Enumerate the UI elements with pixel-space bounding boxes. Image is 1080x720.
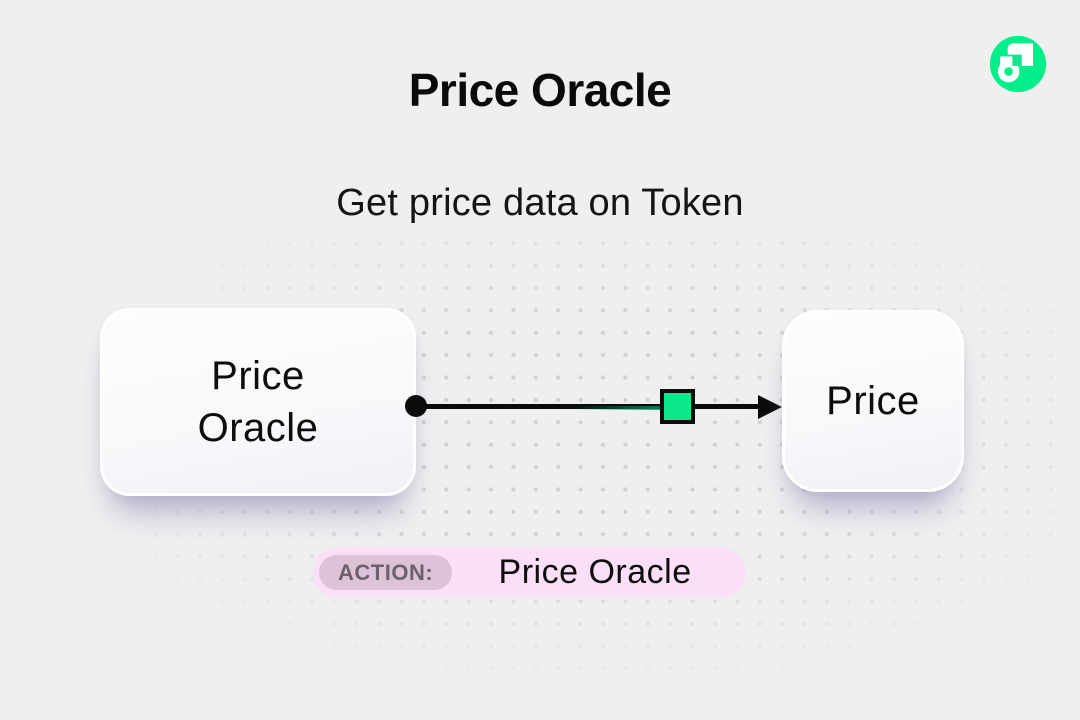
action-badge: ACTION: Price Oracle	[313, 548, 746, 597]
action-badge-value: Price Oracle	[498, 553, 692, 591]
node-price-oracle: Price Oracle	[100, 308, 416, 496]
edge-arrowhead-icon	[758, 395, 782, 419]
node-price: Price	[782, 310, 964, 492]
page-title: Price Oracle	[408, 64, 672, 116]
page-subtitle: Get price data on Token	[336, 182, 744, 224]
node-price-oracle-label: Price Oracle	[197, 354, 319, 450]
edge-green-trail	[572, 406, 660, 410]
edge-marker-square-icon	[660, 389, 695, 424]
node-price-label: Price	[826, 378, 920, 423]
action-badge-label-pill: ACTION:	[319, 555, 453, 590]
flow-logo-icon	[988, 34, 1048, 94]
